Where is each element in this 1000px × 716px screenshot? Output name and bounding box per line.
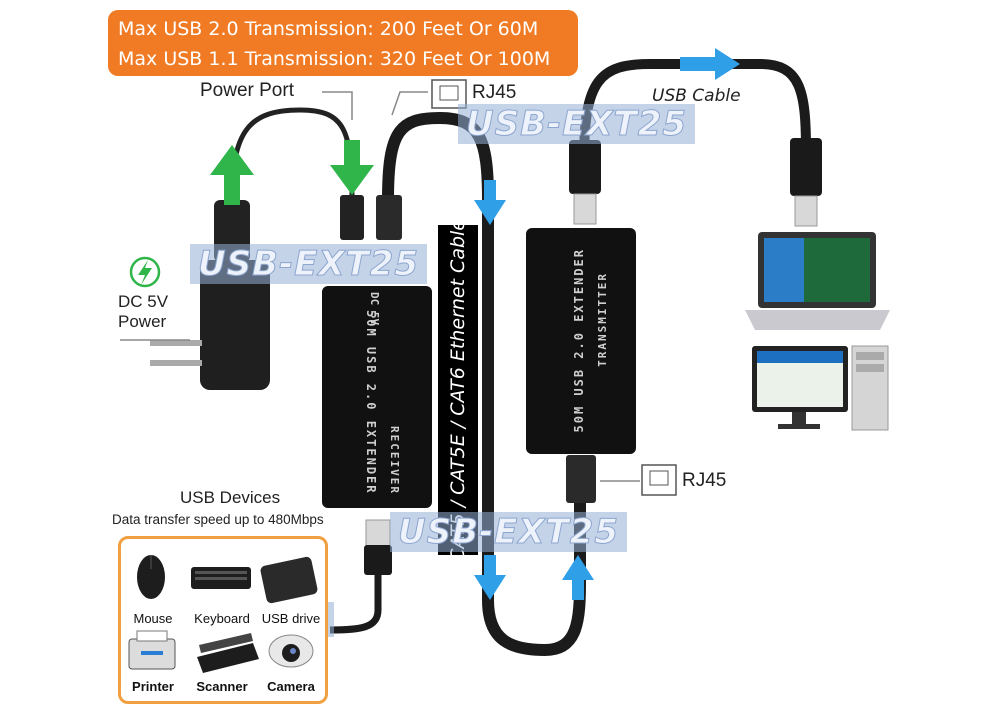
cable-type-text: CAT5 / CAT5E / CAT6 Ethernet Cable: [447, 218, 469, 562]
rj45-icon-bottom: [641, 464, 677, 496]
rj45-plug-receiver: [376, 195, 402, 240]
receiver-model-text: 50M USB 2.0 EXTENDER: [364, 310, 378, 495]
rj45-plug-transmitter: [566, 455, 596, 503]
usb-plug-devices: [364, 545, 392, 575]
power-port-leader: [322, 91, 353, 120]
usb-plug-metal-transmitter: [573, 193, 597, 225]
rj45-icon-top: [431, 79, 467, 109]
dc-5v-label: DC 5V: [118, 292, 169, 311]
desktop-pc-icon: [752, 345, 889, 431]
device-label-keyboard: Keyboard: [194, 611, 250, 626]
usb-devices-subtitle: Data transfer speed up to 480Mbps: [112, 512, 324, 527]
power-plug: [340, 195, 364, 240]
banner-line-usb2: Max USB 2.0 Transmission: 200 Feet Or 60…: [118, 18, 539, 40]
usb-plug-metal-laptop: [794, 195, 818, 227]
rj45-bottom-label: RJ45: [682, 470, 727, 491]
watermark-top: USB-EXT25: [458, 104, 696, 145]
transmitter-model-text: 50M USB 2.0 EXTENDER: [572, 248, 586, 433]
power-label: Power: [118, 312, 167, 331]
transmission-banner: Max USB 2.0 Transmission: 200 Feet Or 60…: [108, 10, 578, 76]
usb-devices-title: USB Devices: [180, 488, 281, 507]
usb-devices-panel: Mouse Keyboard USB drive Printer Scanner…: [118, 536, 328, 704]
receiver-role-text: RECEIVER: [388, 426, 401, 495]
device-label-usb-drive: USB drive: [261, 611, 321, 626]
rj45-top-label: RJ45: [472, 82, 517, 103]
device-usb-cable: [329, 560, 382, 634]
usb-plug-laptop: [790, 138, 822, 196]
device-label-scanner: Scanner: [196, 679, 248, 694]
device-label-mouse: Mouse: [133, 611, 173, 626]
banner-line-usb11: Max USB 1.1 Transmission: 320 Feet Or 10…: [118, 48, 551, 70]
usb-cable: [579, 59, 811, 161]
receiver-device: DC 5V 50M USB 2.0 EXTENDER RECEIVER: [322, 286, 432, 508]
receiver-dc-text: DC 5V: [368, 292, 381, 326]
usb-plug-transmitter: [569, 140, 601, 194]
transmitter-device: 50M USB 2.0 EXTENDER TRANSMITTER: [526, 228, 636, 454]
device-label-printer: Printer: [132, 679, 174, 694]
transmitter-role-text: TRANSMITTER: [596, 272, 609, 367]
watermark-left: USB-EXT25: [190, 244, 428, 285]
blue-arrows: [474, 48, 740, 600]
green-arrows: [210, 140, 374, 205]
usb-cable-label: USB Cable: [652, 86, 741, 106]
power-cable: [229, 107, 355, 201]
device-label-camera: Camera: [267, 679, 315, 694]
scanner-icon: [197, 633, 259, 673]
cable-type-label: CAT5 / CAT5E / CAT6 Ethernet Cable: [438, 219, 478, 561]
lightning-icon: [129, 256, 161, 288]
keyboard-icon: [191, 567, 251, 589]
laptop-icon: [745, 232, 890, 330]
mouse-icon: [137, 555, 165, 599]
printer-icon: [128, 630, 176, 670]
watermark-middle: USB-EXT25: [390, 512, 628, 553]
power-port-label: Power Port: [200, 80, 294, 101]
usb-drive-icon: [260, 556, 318, 604]
camera-icon: [268, 634, 314, 668]
usb-plug-metal-devices: [365, 519, 391, 549]
usb-device-icons: [128, 555, 318, 673]
rj45-top-leader: [391, 91, 428, 116]
